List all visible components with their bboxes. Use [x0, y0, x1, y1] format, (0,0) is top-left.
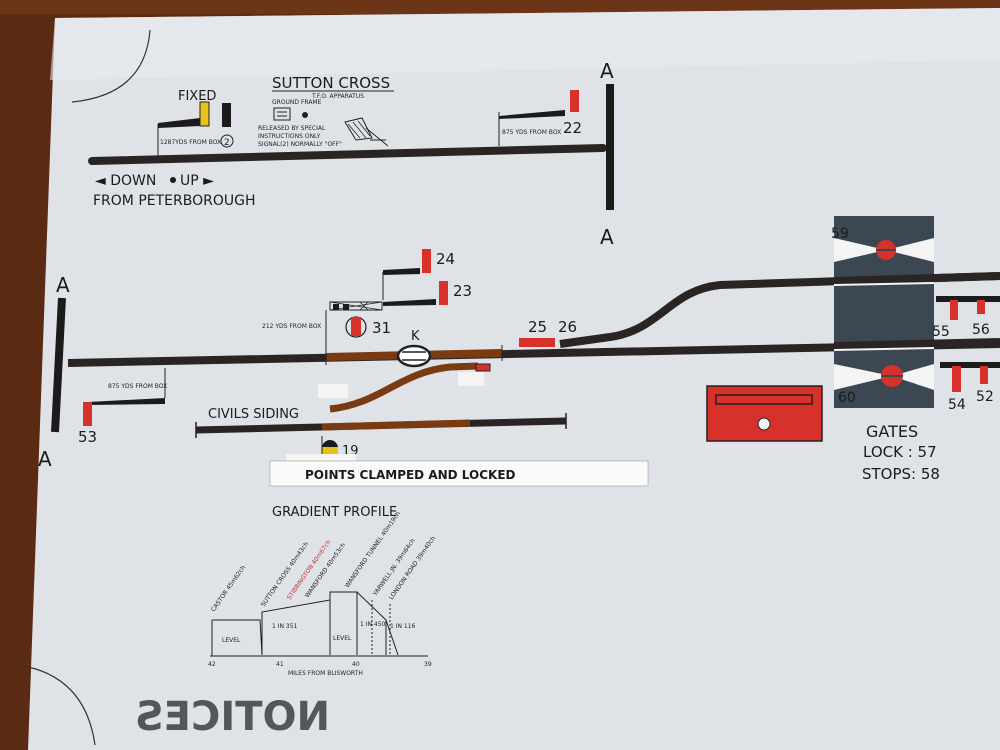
signal-53-number: 53 — [78, 428, 97, 446]
gradient-axis-label: MILES FROM BLISWORTH — [288, 670, 363, 677]
ground-frame-label: GROUND FRAME — [272, 99, 322, 106]
tape-patch-left — [318, 384, 348, 398]
direction-dot — [170, 177, 176, 183]
fixed-label: FIXED — [178, 89, 216, 104]
signal-53-distance: 875 YDS FROM BOX — [108, 383, 167, 390]
from-peterborough: FROM PETERBOROUGH — [93, 193, 256, 209]
direction-down: ◄ DOWN — [95, 173, 156, 189]
section-end-bar-left — [51, 297, 66, 433]
tape-patch-19 — [286, 454, 356, 464]
released-note-2: INSTRUCTIONS ONLY — [258, 133, 321, 140]
points-k-label: K — [411, 329, 420, 344]
gradient-segment-2: 1 IN 351 — [272, 623, 298, 630]
gantry-lattice — [325, 301, 383, 350]
gradient-segment-3: LEVEL — [333, 635, 352, 642]
ground-frame-box — [273, 107, 291, 121]
signal-54 — [952, 366, 961, 392]
points-k — [396, 344, 432, 368]
tape-patch-right — [458, 372, 484, 386]
signal-55 — [950, 300, 958, 320]
crossover-line — [329, 362, 479, 413]
gates-lock: LOCK : 57 — [863, 443, 937, 461]
signal-54-52-arm — [940, 362, 1000, 368]
fixed-arm-black — [222, 103, 231, 127]
signal-31-number: 31 — [372, 319, 391, 337]
diagram-board — [28, 8, 1000, 750]
gradient-mile-39: 39 — [424, 661, 432, 668]
gradient-title: GRADIENT PROFILE — [272, 505, 397, 520]
signal-52-number: 52 — [976, 389, 994, 405]
section-a-label-top-lower: A — [600, 225, 614, 249]
notice-reflection: NOTICES — [135, 694, 330, 740]
gradient-profile — [210, 591, 428, 657]
frame-top — [0, 0, 1000, 14]
gradient-mile-42: 42 — [208, 661, 216, 668]
corner-arc-bottom-left — [17, 664, 96, 746]
branch-line — [559, 272, 1000, 348]
signal-55-number: 55 — [932, 324, 950, 340]
signal-24-arm — [383, 268, 420, 275]
board-title: SUTTON CROSS — [272, 74, 390, 92]
signal-31 — [351, 317, 361, 336]
signal-53-arm — [88, 398, 165, 405]
gate-59 — [834, 238, 934, 262]
signal-22-distance: 875 YDS FROM BOX — [502, 129, 561, 136]
signal-56 — [977, 300, 985, 314]
released-note-3: SIGNAL(2) NORMALLY "OFF" — [258, 141, 342, 148]
section-a-label-left-lower: A — [38, 447, 52, 471]
gate-60-number: 60 — [838, 390, 856, 406]
points-clamped-text: POINTS CLAMPED AND LOCKED — [305, 468, 516, 482]
signal-23-number: 23 — [453, 282, 472, 300]
ground-frame-dot — [302, 112, 308, 118]
fixed-distant-yellow — [199, 101, 210, 127]
gradient-mile-41: 41 — [276, 661, 284, 668]
top-running-line — [88, 144, 607, 165]
signal-23-arm — [383, 299, 436, 306]
direction-up: UP ► — [180, 173, 214, 189]
released-note-1: RELEASED BY SPECIAL — [258, 125, 326, 132]
fixed-arm — [158, 118, 200, 128]
points-lock-indicator — [475, 363, 491, 372]
gradient-segment-4: 1 IN 450 — [360, 621, 386, 628]
hand-lever-device — [344, 117, 389, 147]
signal-25 — [519, 338, 555, 347]
gates-stops: STOPS: 58 — [862, 465, 940, 483]
signal-22-number: 22 — [563, 119, 582, 137]
signal-2-number: 2 — [224, 138, 230, 148]
signal-22 — [570, 90, 579, 112]
civils-siding-label: CIVILS SIDING — [208, 407, 299, 422]
signal-25-number: 25 — [528, 318, 547, 336]
signal-31-distance: 212 YDS FROM BOX — [262, 323, 321, 330]
gates-title: GATES — [866, 422, 918, 441]
gate-59-number: 59 — [831, 226, 849, 242]
fixed-distance: 1287YDS FROM BOX — [160, 139, 221, 146]
points-clamped-strip — [269, 460, 649, 487]
civils-siding-section — [321, 419, 471, 431]
board-glare — [50, 8, 1000, 80]
signal-2-ring — [220, 134, 234, 148]
signal-24-number: 24 — [436, 250, 455, 268]
signal-24 — [422, 249, 431, 273]
section-a-label-top: A — [600, 59, 614, 83]
signal-19-yellow — [322, 447, 338, 455]
signal-22-arm — [499, 110, 565, 119]
signal-55-56-arm — [936, 296, 1000, 302]
signal-52 — [980, 366, 988, 384]
signal-26-number: 26 — [558, 318, 577, 336]
gradient-mile-40: 40 — [352, 661, 360, 668]
section-a-label-left: A — [56, 273, 70, 297]
gradient-segment-5: 1 IN 116 — [390, 623, 416, 630]
corner-arc-top-left — [71, 29, 151, 103]
gate-60 — [834, 364, 934, 390]
signal-56-number: 56 — [972, 322, 990, 338]
board-subtitle: T.F.O. APPARATUS — [311, 93, 364, 100]
signal-53 — [83, 402, 92, 426]
signal-54-number: 54 — [948, 397, 966, 413]
signal-23 — [439, 281, 448, 305]
gradient-segment-1: LEVEL — [222, 637, 241, 644]
